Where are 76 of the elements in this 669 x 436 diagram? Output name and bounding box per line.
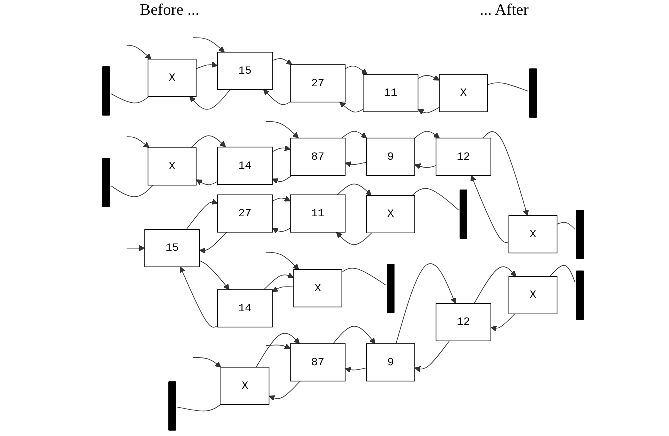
- node-box: X: [508, 276, 558, 314]
- arrow: [199, 260, 230, 290]
- node-box: 87: [290, 138, 346, 176]
- connector: [176, 404, 222, 412]
- arrow: [336, 232, 372, 246]
- connector: [342, 268, 386, 286]
- arrow: [333, 326, 376, 344]
- node-box: 15: [217, 52, 273, 90]
- connector: [110, 93, 150, 104]
- node-box: 11: [290, 194, 346, 233]
- arrow: [196, 180, 218, 186]
- arrow: [269, 380, 301, 402]
- arrow: [345, 162, 368, 168]
- connector: [412, 188, 460, 211]
- node-box: 11: [363, 74, 419, 112]
- arrow: [490, 314, 516, 332]
- arrow: [196, 62, 218, 70]
- arrow: [272, 145, 291, 152]
- arrow: [272, 175, 292, 184]
- arrow: [264, 272, 294, 290]
- node-box: X: [148, 59, 197, 98]
- node-box: 87: [290, 344, 346, 382]
- node-box: X: [439, 74, 488, 112]
- arrow: [414, 340, 450, 372]
- node-box: 27: [217, 194, 273, 233]
- arrow: [190, 90, 231, 110]
- node-box: 12: [436, 303, 492, 342]
- arrow: [340, 102, 364, 113]
- arrow: [272, 286, 294, 292]
- connector: [550, 265, 576, 283]
- arrow: [200, 232, 228, 254]
- arrow: [263, 90, 291, 106]
- arrow: [414, 164, 437, 170]
- section-heading: ... After: [480, 2, 529, 20]
- arrow: [482, 132, 530, 216]
- arrow: [345, 66, 368, 75]
- arrow: [266, 121, 300, 139]
- arrow: [180, 266, 218, 328]
- arrow: [345, 367, 368, 374]
- arrow: [414, 131, 440, 139]
- arrow: [126, 245, 146, 252]
- arrow: [256, 333, 300, 368]
- arrow: [418, 75, 440, 81]
- arrow: [266, 344, 291, 350]
- arrow: [186, 199, 218, 230]
- node-box: X: [294, 270, 342, 308]
- connector: [487, 82, 529, 92]
- arrow: [272, 228, 291, 234]
- node-box: 14: [217, 146, 273, 186]
- connector: [110, 185, 154, 198]
- arrow: [192, 357, 222, 368]
- node-box: 9: [366, 344, 416, 382]
- node-box: X: [148, 148, 197, 186]
- connector: [556, 222, 576, 230]
- node-box: X: [220, 367, 270, 406]
- arrow: [272, 196, 291, 202]
- node-box: 15: [144, 229, 200, 268]
- arrow: [474, 266, 517, 304]
- arrow: [342, 131, 368, 139]
- node-box: X: [366, 195, 416, 234]
- arrow: [418, 107, 440, 115]
- arrow: [126, 45, 152, 60]
- arrow: [337, 184, 372, 196]
- arrow: [266, 252, 300, 270]
- arrow: [192, 38, 225, 53]
- arrow: [272, 58, 292, 66]
- node-box: 27: [290, 64, 346, 103]
- node-box: X: [508, 216, 558, 254]
- arrow: [470, 175, 510, 244]
- arrow: [396, 264, 456, 344]
- section-heading: Before ...: [140, 2, 200, 20]
- arrow: [126, 136, 150, 148]
- arrow: [190, 136, 226, 148]
- node-box: 14: [217, 290, 273, 328]
- node-box: 12: [436, 138, 492, 176]
- node-box: 9: [366, 138, 416, 176]
